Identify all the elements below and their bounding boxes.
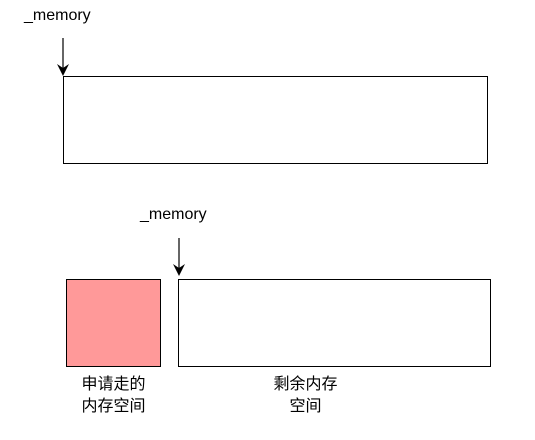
- remaining-caption-line2: 空间: [289, 398, 322, 415]
- remaining-memory-caption: 剩余内存 空间: [258, 374, 353, 418]
- top-pointer-arrow: [57, 38, 69, 76]
- remaining-caption-line1: 剩余内存: [273, 376, 338, 393]
- remaining-memory-block: [178, 279, 491, 367]
- allocated-memory-caption: 申请走的 内存空间: [66, 374, 161, 418]
- bottom-pointer-arrow: [173, 238, 185, 276]
- allocated-caption-line1: 申请走的: [81, 376, 146, 393]
- top-memory-pointer-label: _memory: [24, 7, 91, 24]
- full-memory-block: [63, 76, 488, 164]
- allocated-caption-line2: 内存空间: [81, 398, 146, 415]
- bottom-memory-pointer-label: _memory: [140, 206, 207, 223]
- allocated-memory-block: [66, 279, 161, 367]
